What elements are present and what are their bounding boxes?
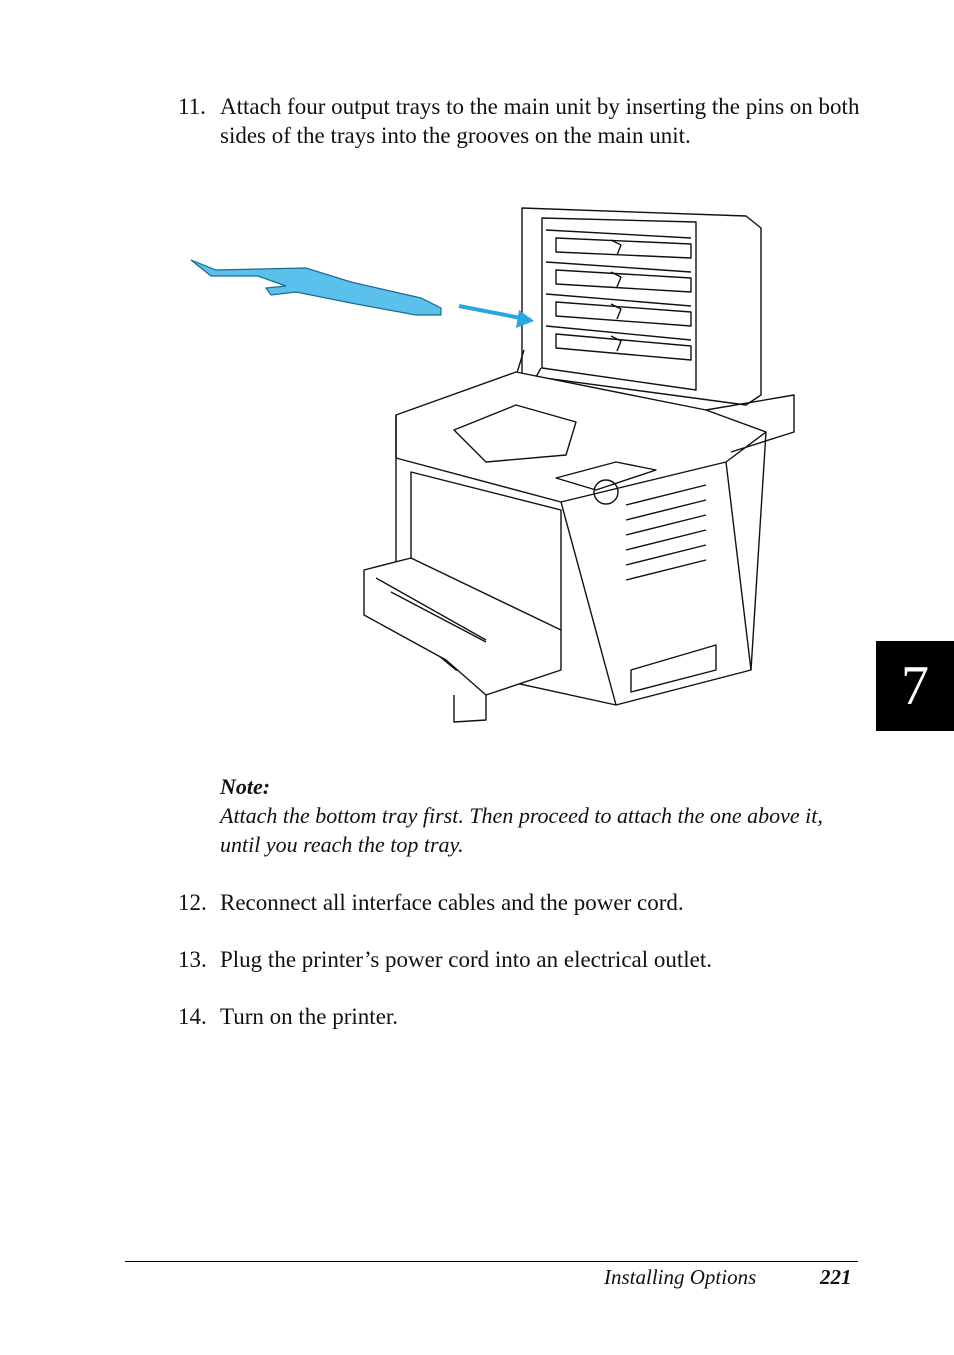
note-block: Note: Attach the bottom tray first. Then… xyxy=(220,772,860,859)
note-text: Attach the bottom tray first. Then proce… xyxy=(220,803,823,857)
step-number: 12. xyxy=(178,890,207,915)
printer-tray-illustration xyxy=(190,207,795,723)
step-text: Plug the printer’s power cord into an el… xyxy=(220,947,713,972)
step-number: 13. xyxy=(178,947,207,972)
footer-section-title: Installing Options xyxy=(604,1265,757,1289)
step-number: 14. xyxy=(178,1004,207,1029)
note-label: Note: xyxy=(220,774,271,799)
step-number: 11. xyxy=(178,94,206,119)
chapter-tab: 7 xyxy=(876,641,954,731)
page-number: 221 xyxy=(820,1265,852,1289)
step-text: Attach four output trays to the main uni… xyxy=(220,94,860,148)
footer-divider xyxy=(125,1261,858,1262)
step-text: Turn on the printer. xyxy=(220,1004,399,1029)
step-text: Reconnect all interface cables and the p… xyxy=(220,890,684,915)
